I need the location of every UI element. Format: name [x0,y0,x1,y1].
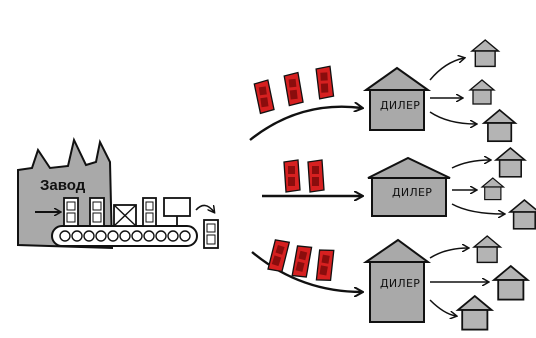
small-house-icon [473,235,502,264]
conveyor-icon [51,225,198,247]
red-door-icon [315,65,335,100]
small-house-icon [481,177,505,201]
dealer-top: ДИЛЕР [362,66,432,131]
dealer-middle: ДИЛЕР [367,156,451,217]
monitor-icon [163,197,191,226]
small-house-icon [457,295,493,331]
door-icon [89,197,105,227]
factory-icon: Завод [17,136,114,250]
factory-label: Завод [40,177,86,194]
red-door-icon [289,243,315,280]
dealer-label: ДИЛЕР [392,186,432,199]
route-bottom [251,237,362,292]
door-icon [142,197,157,227]
crate-icon [113,204,137,227]
small-house-icon [469,79,495,105]
dealer-bottom: ДИЛЕР [362,238,432,323]
small-house-icon [471,39,500,68]
dealer-house-icon [362,238,432,323]
small-house-icon [493,265,529,301]
door-icon [63,197,79,227]
route-top [249,65,362,141]
red-door-icon [283,159,301,193]
conveyor-items [63,197,219,249]
small-house-icon [495,147,526,178]
red-door-icon [265,237,292,275]
route-middle [262,159,362,196]
red-door-icon [283,71,304,107]
dealer-house-icon [367,156,451,217]
door-icon [203,219,219,249]
shop-branches-middle [451,160,504,214]
dealer-house-icon [362,66,432,131]
small-house-icon [509,199,536,230]
dealer-label: ДИЛЕР [380,99,420,112]
red-door-icon [307,159,325,193]
small-house-icon [483,109,517,143]
red-door-icon [253,79,275,115]
shop-branches-bottom [429,248,488,316]
dealer-label: ДИЛЕР [380,277,420,290]
red-door-icon [313,247,337,283]
shop-branches-top [429,58,476,124]
